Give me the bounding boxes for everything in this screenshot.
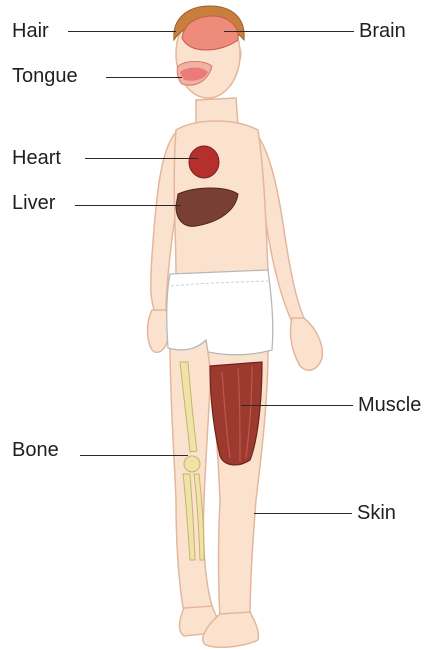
heart-leader-line [85,158,198,159]
brain-leader-line [224,31,354,32]
hair-leader-line [68,31,176,32]
label-hair: Hair [12,20,49,42]
label-skin: Skin [357,502,396,524]
label-muscle: Muscle [358,394,421,416]
left-leg [170,340,214,614]
label-tongue: Tongue [12,65,78,87]
knee-cap [184,456,200,472]
heart-organ [189,146,219,178]
tongue-leader-line [106,77,182,78]
muscle-leader-line [241,405,353,406]
label-bone: Bone [12,439,59,461]
label-liver: Liver [12,192,55,214]
right-hand [290,318,322,370]
label-heart: Heart [12,147,61,169]
bone-leader-line [80,455,188,456]
left-hand [148,310,169,352]
underwear [167,270,273,355]
liver-leader-line [75,205,181,206]
label-brain: Brain [359,20,406,42]
skin-leader-line [254,513,352,514]
